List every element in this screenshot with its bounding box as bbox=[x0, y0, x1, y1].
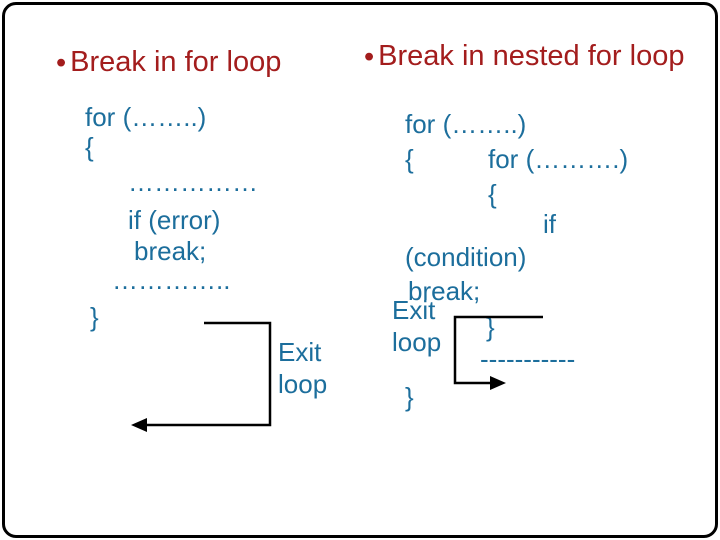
right-code-condition: (condition) bbox=[405, 242, 527, 272]
right-exit-label-line1: Exit bbox=[392, 295, 436, 325]
left-title: • Break in for loop bbox=[56, 46, 282, 79]
left-arrowhead-icon bbox=[131, 418, 147, 432]
bullet-icon: • bbox=[56, 47, 67, 79]
right-code-inner-for: for (……….) bbox=[488, 144, 629, 174]
bullet-icon: • bbox=[364, 41, 375, 73]
right-code-outer-for: for (……..) bbox=[405, 109, 527, 139]
right-code-dashed-line: ----------- bbox=[480, 344, 576, 374]
left-code-dots-2: ………….. bbox=[112, 265, 231, 295]
right-title-text: Break in nested for loop bbox=[378, 40, 685, 72]
left-exit-label-line2: loop bbox=[278, 369, 328, 399]
right-exit-loop-label: Exit loop bbox=[392, 294, 441, 358]
right-code-inner-close-brace: } bbox=[486, 312, 495, 342]
left-code-close-brace: } bbox=[90, 302, 99, 332]
left-exit-arrow bbox=[131, 321, 272, 432]
left-exit-label-line1: Exit bbox=[278, 337, 322, 367]
left-code-if-line: if (error) bbox=[128, 205, 221, 235]
right-code-if-keyword: if bbox=[543, 209, 556, 239]
left-code-open-brace: { bbox=[85, 132, 94, 162]
right-code-break-line: break; bbox=[408, 276, 481, 306]
right-code-outer-open-brace: { bbox=[405, 144, 414, 174]
right-code-outer-close-brace: } bbox=[405, 382, 414, 412]
left-exit-loop-label: Exit loop bbox=[278, 336, 327, 400]
right-code-inner-open-brace: { bbox=[488, 179, 497, 209]
right-arrowhead-icon bbox=[490, 376, 506, 390]
right-exit-label-line2: loop bbox=[392, 327, 442, 357]
left-code-break-line: break; bbox=[134, 236, 207, 266]
left-code-for-line: for (……..) bbox=[85, 102, 207, 132]
left-code-dots-1: …………… bbox=[128, 167, 258, 197]
right-title: • Break in nested for loop bbox=[364, 40, 685, 73]
left-title-text: Break in for loop bbox=[70, 46, 282, 78]
